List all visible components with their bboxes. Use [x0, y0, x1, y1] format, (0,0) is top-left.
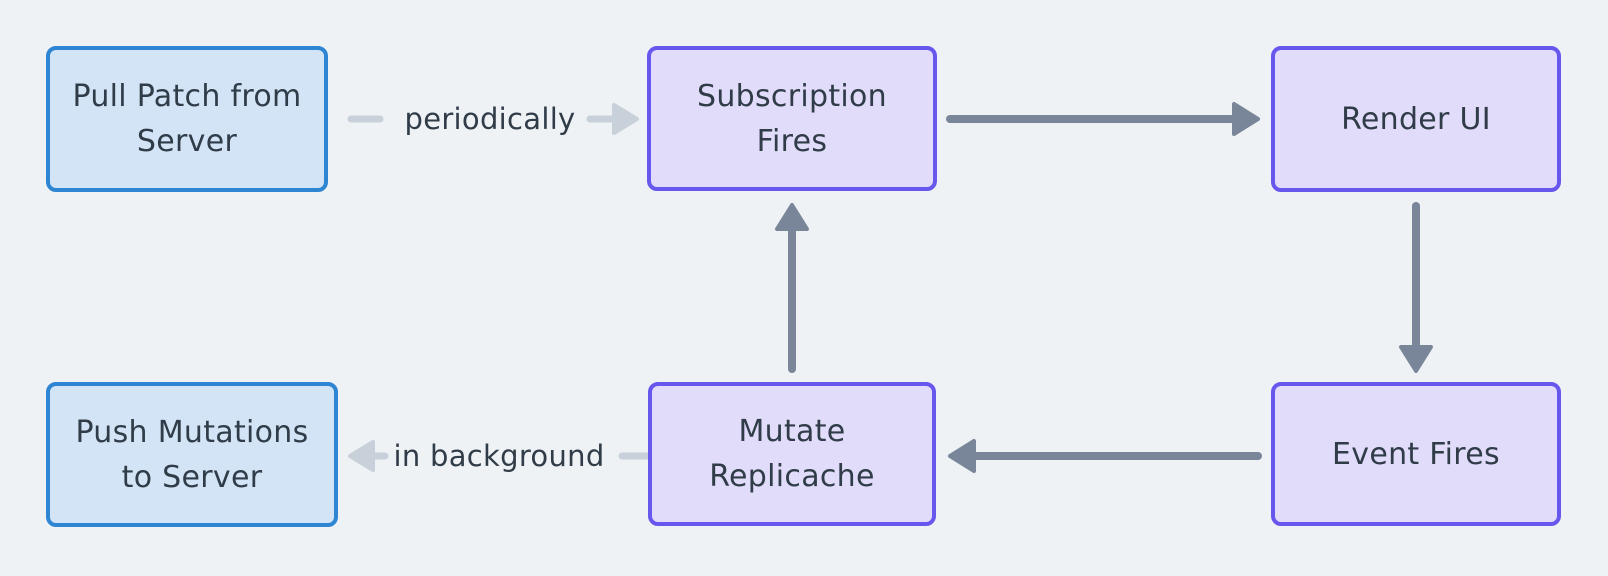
edge-eventfires-to-mutate — [948, 439, 1262, 473]
arrowhead-left-icon — [948, 439, 976, 473]
node-mutate-replicache: Mutate Replicache — [648, 382, 936, 526]
edge-mutate-to-subscription — [775, 203, 809, 373]
arrowhead-right-light-icon — [612, 103, 639, 135]
edge-renderui-to-eventfires — [1399, 202, 1433, 373]
edge-label-periodically: periodically — [404, 102, 576, 136]
edge-subscription-to-renderui — [946, 102, 1260, 136]
node-render-ui: Render UI — [1271, 46, 1561, 192]
arrowhead-down-icon — [1399, 345, 1433, 373]
node-push-mutations-to-server: Push Mutations to Server — [46, 382, 338, 527]
node-event-fires: Event Fires — [1271, 382, 1561, 526]
edge-label-in-background: in background — [393, 439, 605, 473]
node-pull-patch-from-server: Pull Patch from Server — [46, 46, 328, 192]
arrowhead-right-icon — [1232, 102, 1260, 136]
node-subscription-fires: Subscription Fires — [647, 46, 937, 191]
arrowhead-left-light-icon — [348, 440, 375, 472]
arrowhead-up-icon — [775, 203, 809, 231]
